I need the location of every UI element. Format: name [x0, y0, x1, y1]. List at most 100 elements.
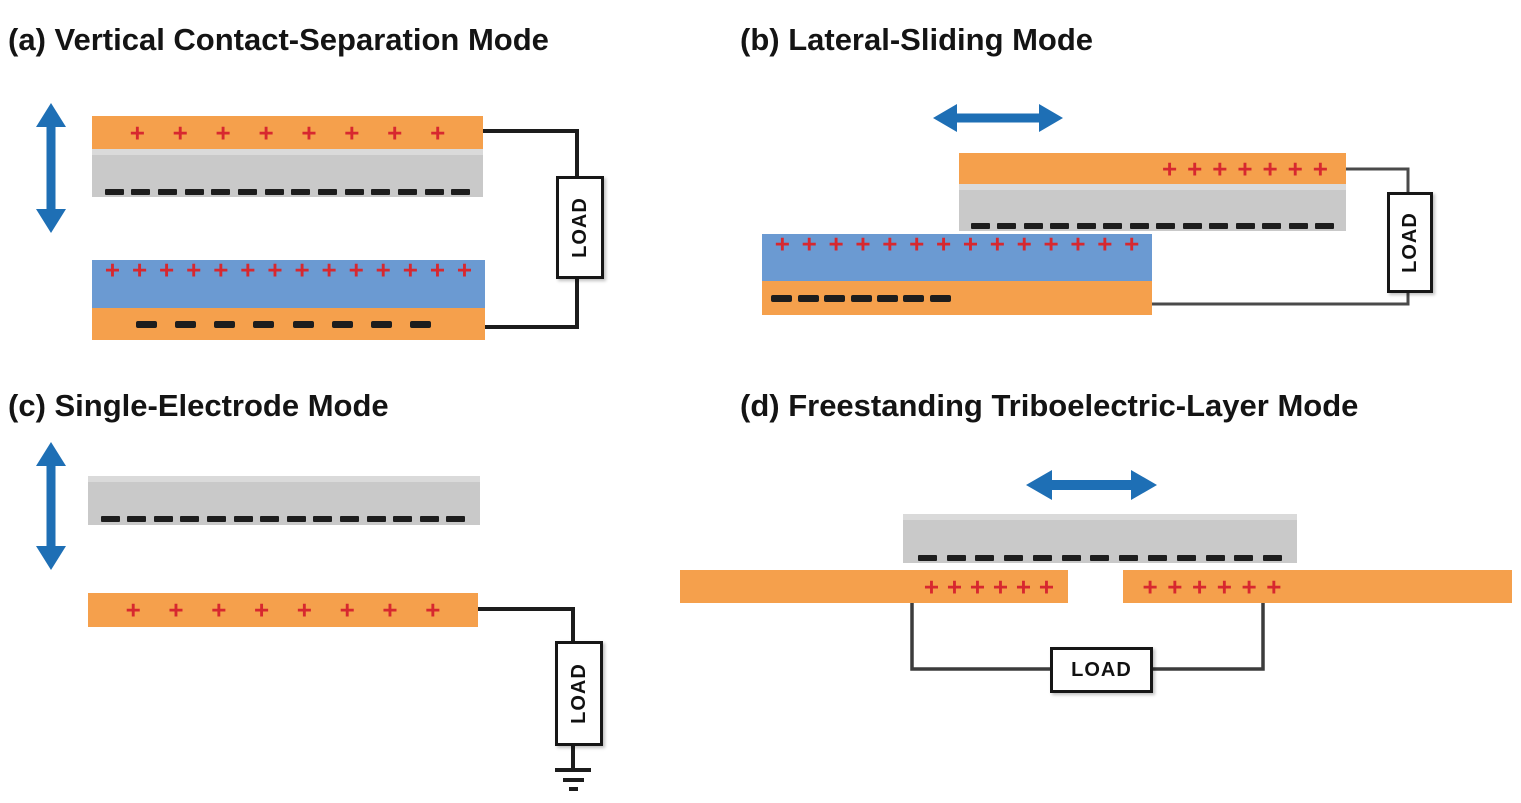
negative-charge — [214, 320, 236, 328]
positive-charge: + — [211, 595, 227, 625]
negative-charge — [1263, 555, 1283, 561]
panel-a-top-electrode-charges: ++++++++ — [102, 116, 473, 149]
positive-charge: + — [1124, 229, 1140, 259]
positive-charge: + — [267, 255, 283, 285]
panel-c-electrode-charges: ++++++++ — [98, 593, 468, 627]
panel-a-top-electrode: ++++++++ — [92, 116, 483, 149]
negative-charge — [175, 320, 197, 328]
vertical-double-arrow-icon — [36, 442, 66, 570]
panel-d-freestanding-dielectric — [903, 514, 1297, 563]
panel-b-dielectric-blue: ++++++++++++++ — [762, 229, 1152, 281]
negative-charge — [970, 223, 990, 229]
negative-charge — [876, 294, 898, 302]
negative-charge — [397, 189, 417, 195]
negative-charge — [850, 294, 872, 302]
negative-charge — [917, 555, 937, 561]
negative-charge — [903, 294, 925, 302]
negative-charge — [153, 516, 173, 522]
negative-charge — [419, 516, 439, 522]
negative-charge — [424, 189, 444, 195]
panel-d-right-electrode-charges: ++++++ — [1133, 570, 1291, 603]
negative-charge — [1119, 555, 1139, 561]
positive-charge: + — [402, 255, 418, 285]
negative-charge — [1148, 555, 1168, 561]
negative-charge — [331, 320, 353, 328]
horizontal-double-arrow-icon — [933, 104, 1063, 132]
positive-charge: + — [935, 229, 952, 259]
panel-c-electrode: ++++++++ — [88, 593, 478, 627]
negative-charge — [1032, 555, 1052, 561]
negative-charge — [211, 189, 231, 195]
negative-charge — [1288, 223, 1308, 229]
positive-charge: + — [382, 595, 398, 625]
negative-charge — [446, 516, 466, 522]
panel-d-title: (d) Freestanding Triboelectric-Layer Mod… — [740, 388, 1359, 423]
positive-charge: + — [348, 255, 364, 285]
positive-charge: + — [125, 595, 141, 625]
negative-charge — [409, 320, 431, 328]
positive-charge: + — [1216, 572, 1232, 601]
positive-charge: + — [339, 595, 355, 625]
negative-charge — [237, 189, 257, 195]
negative-charge — [264, 189, 284, 195]
negative-charge — [180, 516, 200, 522]
panel-a-load-label: LOAD — [568, 197, 591, 258]
positive-charge: + — [1161, 154, 1178, 183]
panel-b-bottom-electrode — [762, 281, 1152, 315]
positive-charge: + — [1312, 154, 1328, 183]
panel-c-load-resistor: LOAD — [555, 641, 603, 746]
positive-charge: + — [1262, 154, 1278, 183]
negative-charge — [286, 516, 306, 522]
positive-charge: + — [456, 255, 473, 285]
negative-charge — [1315, 223, 1335, 229]
negative-charge — [1182, 223, 1202, 229]
positive-charge: + — [1015, 572, 1032, 601]
negative-charge — [1262, 223, 1282, 229]
panel-c-dielectric-surface-charges — [93, 515, 473, 523]
positive-charge: + — [1212, 154, 1228, 183]
negative-charge — [292, 320, 314, 328]
panel-a-circuit-wire — [483, 129, 579, 329]
negative-charge — [344, 189, 364, 195]
positive-charge: + — [1097, 229, 1113, 259]
positive-charge: + — [1016, 229, 1032, 259]
positive-charge: + — [213, 255, 229, 285]
panel-a-dielectric-blue: ++++++++++++++ — [92, 255, 485, 308]
negative-charge — [771, 294, 793, 302]
positive-charge: + — [215, 118, 231, 147]
panel-b-load-label: LOAD — [1398, 212, 1421, 273]
positive-charge: + — [1192, 572, 1208, 601]
positive-charge: + — [1266, 572, 1282, 601]
positive-charge: + — [1070, 229, 1086, 259]
positive-charge: + — [989, 229, 1005, 259]
negative-charge — [946, 555, 966, 561]
positive-charge: + — [129, 118, 145, 147]
negative-charge — [1209, 223, 1229, 229]
positive-charge: + — [296, 595, 312, 625]
negative-charge — [1004, 555, 1024, 561]
positive-charge: + — [923, 572, 940, 601]
positive-charge: + — [294, 255, 310, 285]
positive-charge: + — [344, 118, 360, 147]
negative-charge — [104, 189, 124, 195]
positive-charge: + — [855, 229, 871, 259]
positive-charge: + — [1241, 572, 1257, 601]
positive-charge: + — [159, 255, 175, 285]
panel-d-load-resistor: LOAD — [1050, 647, 1153, 693]
positive-charge: + — [909, 229, 925, 259]
panel-b-dielectric-gray — [959, 184, 1346, 231]
negative-charge — [291, 189, 311, 195]
negative-charge — [1129, 223, 1149, 229]
positive-charge: + — [1237, 154, 1253, 183]
negative-charge — [1176, 555, 1196, 561]
negative-charge — [313, 516, 333, 522]
positive-charge: + — [992, 572, 1009, 601]
positive-charge: + — [1142, 572, 1158, 601]
positive-charge: + — [828, 229, 844, 259]
panel-d-circuit-wire — [910, 603, 1265, 671]
negative-charge — [997, 223, 1017, 229]
negative-charge — [1023, 223, 1043, 229]
negative-charge — [1234, 555, 1254, 561]
positive-charge: + — [240, 255, 256, 285]
negative-charge — [451, 189, 471, 195]
